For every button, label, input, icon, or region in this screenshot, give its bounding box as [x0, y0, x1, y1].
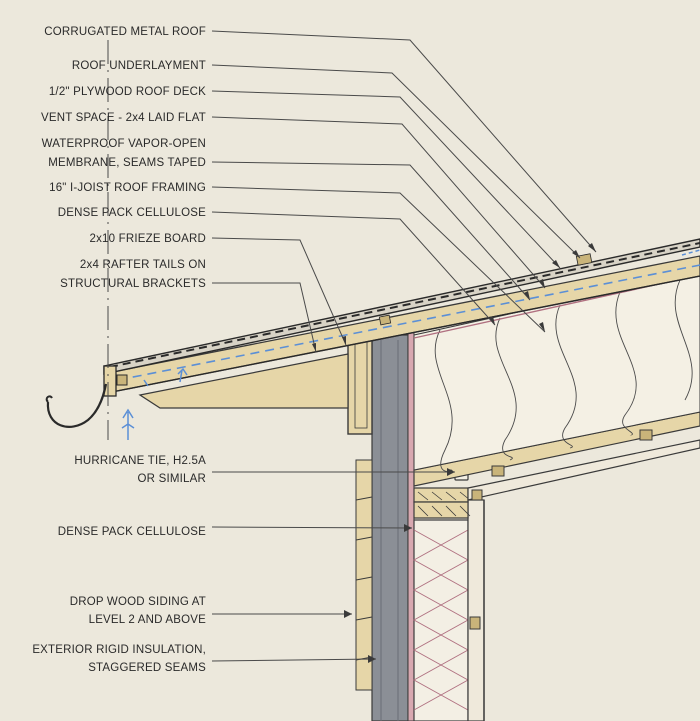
label-ijoist: 16" I-JOIST ROOF FRAMING — [49, 182, 206, 194]
fascia — [103, 365, 117, 397]
rafter-tail — [138, 353, 349, 409]
drop-siding — [355, 459, 373, 691]
labels: CORRUGATED METAL ROOF ROOF UNDERLAYMENT … — [32, 26, 206, 674]
label-cellulose-wall: DENSE PACK CELLULOSE — [58, 526, 206, 538]
label-siding-line2: LEVEL 2 AND ABOVE — [89, 614, 207, 626]
label-siding-line1: DROP WOOD SIDING AT — [70, 596, 206, 608]
label-vent-space: VENT SPACE - 2x4 LAID FLAT — [41, 112, 206, 124]
label-membrane-line1: WATERPROOF VAPOR-OPEN — [42, 138, 206, 150]
label-rigid-line2: STAGGERED SEAMS — [88, 662, 206, 674]
label-hurricane-line1: HURRICANE TIE, H2.5A — [74, 455, 206, 467]
label-hurricane-line2: OR SIMILAR — [138, 473, 206, 485]
leader-arrowheads — [312, 243, 596, 663]
label-cellulose-roof: DENSE PACK CELLULOSE — [58, 207, 206, 219]
vent-space-line — [117, 264, 700, 381]
vent-airflow-arrows — [121, 249, 700, 440]
leader-lines — [211, 30, 597, 662]
label-rigid-line1: EXTERIOR RIGID INSULATION, — [32, 644, 206, 656]
wall-sheathing — [407, 329, 415, 721]
top-plates — [413, 487, 471, 519]
wall-stud-cavity — [413, 519, 469, 721]
label-rafter-line1: 2x4 RAFTER TAILS ON — [80, 259, 206, 271]
label-corrugated-roof: CORRUGATED METAL ROOF — [44, 26, 206, 38]
label-frieze-board: 2x10 FRIEZE BOARD — [89, 233, 206, 245]
label-roof-underlayment: ROOF UNDERLAYMENT — [72, 60, 206, 72]
label-rafter-line2: STRUCTURAL BRACKETS — [60, 278, 206, 290]
label-plywood-deck: 1/2" PLYWOOD ROOF DECK — [49, 86, 206, 98]
label-membrane-line2: MEMBRANE, SEAMS TAPED — [48, 157, 206, 169]
frieze-board — [347, 337, 373, 435]
gutter — [46, 383, 108, 428]
